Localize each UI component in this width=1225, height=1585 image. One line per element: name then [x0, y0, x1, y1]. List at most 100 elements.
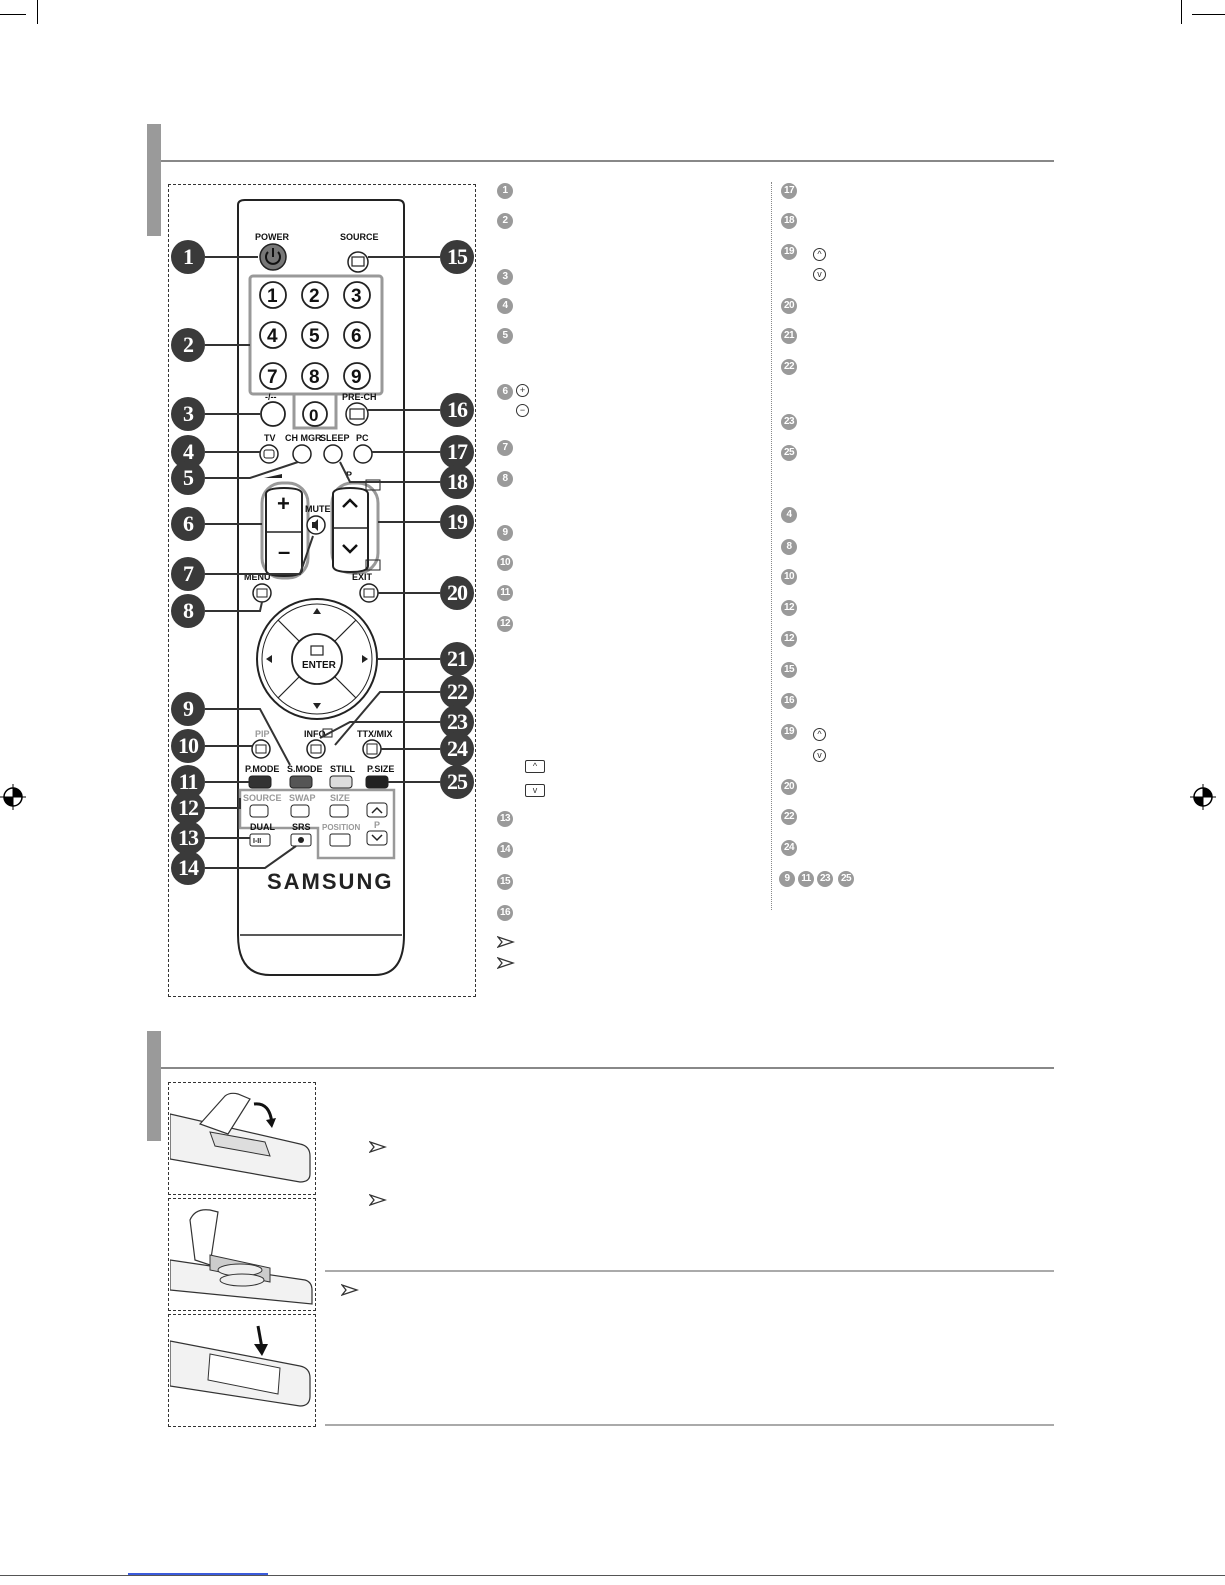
digit-4-button[interactable] — [259, 321, 287, 349]
digit-5-button[interactable] — [301, 321, 329, 349]
size-button[interactable] — [329, 804, 349, 818]
chevron-up-icon: ^ — [813, 248, 826, 261]
digit-8-label: 8 — [309, 367, 320, 388]
legend-badge: 12 — [781, 631, 797, 647]
ch-mgr-button[interactable] — [292, 444, 312, 464]
note-divider — [325, 1270, 1054, 1272]
callout-badge: 13 — [171, 821, 205, 855]
pc-button[interactable] — [353, 444, 373, 464]
pc-label: PC — [356, 433, 369, 443]
legend-badge: 10 — [497, 555, 513, 571]
legend-badge: 25 — [838, 871, 854, 887]
pip-button[interactable] — [251, 739, 271, 759]
link-underline — [128, 1573, 268, 1575]
digit-0-label: 0 — [309, 406, 318, 425]
digit-2-label: 2 — [309, 286, 320, 307]
legend-badge: 2 — [497, 213, 513, 229]
p-mode-label: P.MODE — [245, 764, 279, 774]
photo-frame — [168, 1082, 316, 1195]
legend-badge: 8 — [781, 539, 797, 555]
sleep-button[interactable] — [323, 444, 343, 464]
legend-badge: 4 — [781, 507, 797, 523]
srs-label: SRS — [292, 822, 311, 832]
remote-figure-frame — [168, 184, 476, 997]
legend-badge: 22 — [781, 809, 797, 825]
digit-9-button[interactable] — [343, 362, 371, 390]
callout-badge: 25 — [440, 765, 474, 799]
note-arrow-icon — [497, 936, 515, 948]
nav-left-icon — [266, 655, 272, 663]
section-bar — [147, 124, 161, 236]
pre-ch-label: PRE-CH — [342, 392, 377, 402]
callout-badge: 2 — [171, 328, 205, 362]
menu-label: MENU — [244, 572, 271, 582]
p-size-button[interactable] — [365, 775, 389, 789]
chevron-down-icon: v — [525, 784, 545, 797]
digit-buttons: 1 2 3 4 5 6 7 8 9 0 — [259, 281, 371, 427]
digit-2-button[interactable] — [301, 281, 329, 309]
legend-badge: 9 — [497, 525, 513, 541]
legend-badge: 18 — [781, 213, 797, 229]
note-arrow-icon — [369, 1194, 387, 1206]
enter-label: ENTER — [302, 660, 337, 671]
p-mode-button[interactable] — [248, 775, 272, 789]
dash-button[interactable] — [260, 401, 286, 427]
callout-badge: 17 — [440, 435, 474, 469]
photo-frame — [168, 1314, 316, 1427]
callout-badge: 8 — [171, 594, 205, 628]
volume-up-icon: + — [277, 491, 290, 516]
menu-button[interactable] — [252, 583, 272, 603]
section-bar — [147, 1031, 161, 1141]
callout-badge: 5 — [171, 461, 205, 495]
still-button[interactable] — [329, 775, 353, 789]
enter-button[interactable] — [291, 633, 343, 685]
info-label: INFO — [304, 729, 326, 739]
digit-8-button[interactable] — [301, 362, 329, 390]
legend-badge: 24 — [781, 840, 797, 856]
note-divider — [325, 1424, 1054, 1426]
digit-7-label: 7 — [267, 367, 278, 388]
callout-badge: 6 — [171, 507, 205, 541]
mute-label: MUTE — [305, 504, 331, 514]
legend-badge: 5 — [497, 328, 513, 344]
pip-channel-up-button[interactable] — [366, 802, 388, 818]
chevron-up-icon — [371, 806, 383, 814]
source-button[interactable] — [347, 251, 369, 273]
crop-mark — [1192, 14, 1225, 15]
remote-control-illustration: POWER SOURCE 1 2 3 4 5 6 7 8 9 0 -/-- PR… — [205, 199, 440, 976]
dual-label: DUAL — [250, 822, 275, 832]
channel-rocker[interactable] — [332, 486, 369, 574]
pip-channel-down-button[interactable] — [366, 830, 388, 846]
tv-button[interactable] — [259, 444, 279, 464]
dash-label: -/-- — [265, 392, 277, 402]
s-mode-button[interactable] — [289, 775, 313, 789]
swap-button[interactable] — [290, 804, 310, 818]
digit-1-button[interactable] — [259, 281, 287, 309]
exit-button[interactable] — [359, 583, 379, 603]
chevron-up-icon: ^ — [525, 760, 545, 773]
callout-badge: 14 — [171, 851, 205, 885]
volume-down-icon: – — [278, 539, 290, 564]
ttx-mix-button[interactable] — [362, 739, 382, 759]
digit-7-button[interactable] — [259, 362, 287, 390]
legend-badge: 16 — [497, 905, 513, 921]
battery-cover-close-image — [170, 1316, 314, 1425]
pre-ch-button[interactable] — [345, 402, 369, 426]
source-small-label: SOURCE — [243, 793, 282, 803]
digit-0-button[interactable] — [302, 401, 328, 427]
digit-6-button[interactable] — [343, 321, 371, 349]
legend-badge: 12 — [497, 616, 513, 632]
info-button[interactable] — [306, 739, 326, 759]
legend-badge: 3 — [497, 269, 513, 285]
legend-badge: 11 — [497, 585, 513, 601]
callout-badge: 9 — [171, 692, 205, 726]
legend-badge: 15 — [497, 874, 513, 890]
source-small-button[interactable] — [249, 804, 269, 818]
position-button[interactable] — [329, 833, 351, 847]
digit-3-button[interactable] — [343, 281, 371, 309]
digit-6-label: 6 — [351, 326, 362, 347]
callout-badge: 7 — [171, 557, 205, 591]
dual-button[interactable] — [249, 833, 271, 847]
callout-badge: 21 — [440, 642, 474, 676]
legend-badge: 19 — [781, 244, 797, 260]
